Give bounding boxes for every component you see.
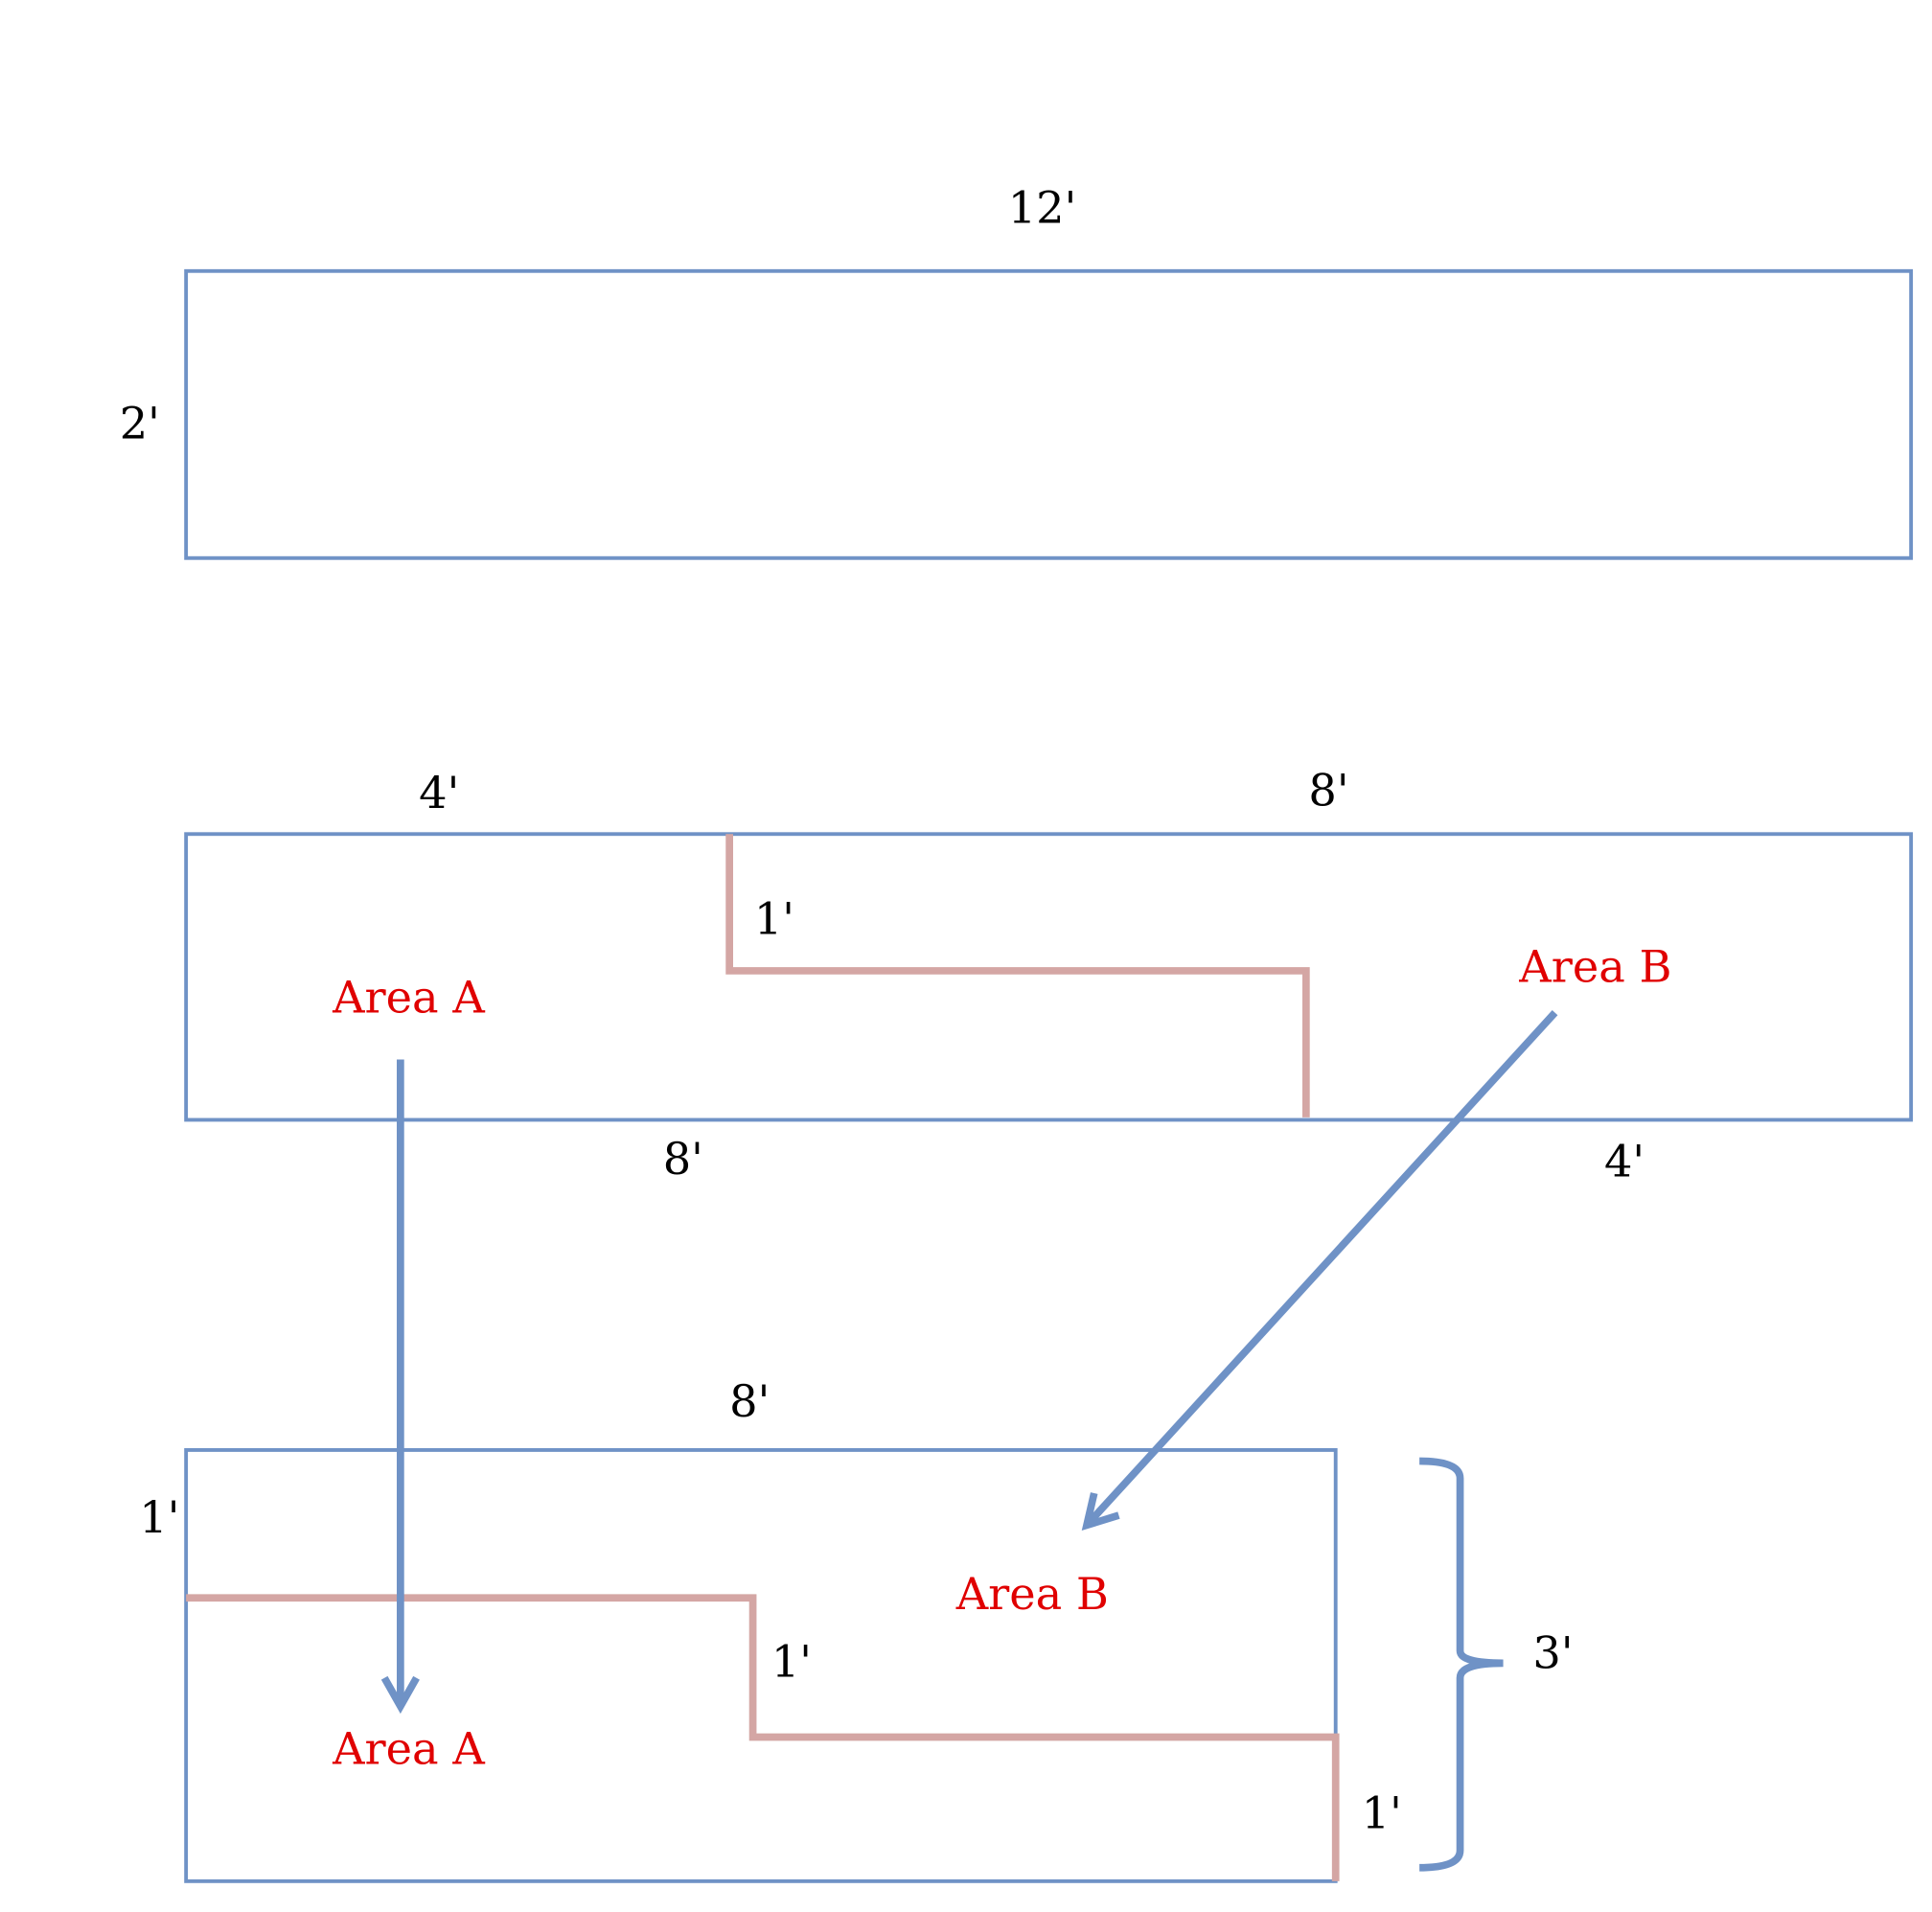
middle-step-label: 1' — [754, 892, 794, 944]
bottom-step-label-2: 1' — [1362, 1787, 1402, 1839]
area-a-arrowhead — [380, 1675, 420, 1715]
top-board-height-label: 2' — [120, 398, 160, 449]
bottom-area-a-label: Area A — [332, 1723, 485, 1775]
middle-top-right-label: 8' — [1308, 765, 1348, 817]
top-board-width-label: 12' — [1008, 182, 1077, 234]
bottom-width-label: 8' — [729, 1375, 770, 1427]
area-b-arrowhead — [1081, 1492, 1120, 1532]
area-b-arrow — [1084, 1010, 1558, 1528]
middle-bottom-right-label: 4' — [1604, 1136, 1644, 1187]
middle-cut-line — [725, 834, 1310, 1117]
bottom-height-label: 3' — [1532, 1626, 1573, 1678]
middle-area-a-label: Area A — [332, 972, 485, 1024]
middle-top-left-label: 4' — [419, 767, 459, 818]
bottom-cut-line — [186, 1594, 1340, 1881]
middle-area-b-label: Area B — [1518, 940, 1671, 992]
height-brace — [1419, 1457, 1504, 1872]
middle-board: 4' 8' 1' 8' 4' Area A Area B — [184, 765, 1914, 1187]
bottom-area-b-label: Area B — [955, 1568, 1109, 1620]
bottom-board: 8' 1' 1' 1' 3' Area A Area B — [139, 1375, 1574, 1883]
top-board: 12' 2' — [120, 182, 1914, 561]
bottom-left-label: 1' — [139, 1491, 179, 1543]
top-board-rect — [184, 268, 1914, 561]
bottom-step-label: 1' — [771, 1635, 812, 1687]
arrows — [380, 1010, 1558, 1715]
middle-board-rect — [184, 832, 1914, 1122]
middle-bottom-left-label: 8' — [663, 1133, 703, 1185]
bottom-board-rect — [184, 1448, 1338, 1883]
